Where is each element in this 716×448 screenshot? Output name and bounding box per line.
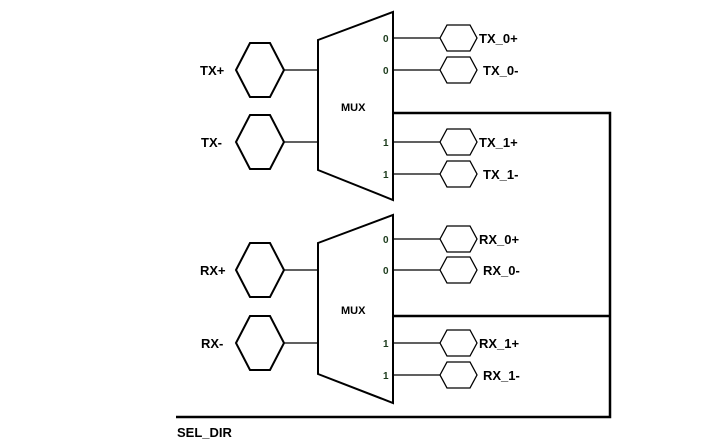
rx-1-plus-port	[439, 329, 478, 357]
tx-minus-label: TX-	[201, 135, 222, 150]
rx-0-plus-label: RX_0+	[479, 232, 520, 247]
rx-minus-input-port	[234, 315, 286, 371]
tx-0-minus-port	[439, 56, 478, 84]
tx-plus-input-port	[234, 42, 286, 98]
rx-mux-label: MUX	[341, 305, 366, 317]
tx-plus-label: TX+	[200, 63, 225, 78]
tx-1-plus-port	[439, 128, 478, 156]
rx-1-plus-label: RX_1+	[479, 336, 520, 351]
rx-mux-symbol	[317, 213, 394, 405]
tx-pin-1a: 1	[383, 138, 389, 149]
tx-mux-symbol	[317, 10, 394, 202]
tx-mux-block: MUX 0 0 1 1 TX_0+ TX_0- TX_1+ TX_1- TX+ …	[200, 10, 518, 202]
rx-plus-input-port	[234, 242, 286, 298]
rx-pin-1b: 1	[383, 371, 389, 382]
tx-1-minus-label: TX_1-	[483, 167, 518, 182]
tx-pin-0a: 0	[383, 34, 389, 45]
rx-mux-block: MUX 0 0 1 1 RX_0+ RX_0- RX_1+ RX_1- RX+ …	[200, 213, 520, 405]
tx-minus-input-port	[234, 114, 286, 170]
rx-pin-0b: 0	[383, 266, 389, 277]
rx-plus-label: RX+	[200, 263, 226, 278]
tx-0-minus-label: TX_0-	[483, 63, 518, 78]
rx-pin-1a: 1	[383, 339, 389, 350]
tx-0-plus-label: TX_0+	[479, 31, 518, 46]
tx-1-minus-port	[439, 160, 478, 188]
tx-pin-0b: 0	[383, 66, 389, 77]
select-line: SEL_DIR	[176, 111, 612, 440]
rx-0-minus-port	[439, 256, 478, 284]
tx-pin-1b: 1	[383, 170, 389, 181]
sel-dir-label: SEL_DIR	[177, 425, 233, 440]
sel-dir-bus	[176, 111, 612, 419]
tx-mux-label: MUX	[341, 102, 366, 114]
tx-1-plus-label: TX_1+	[479, 135, 518, 150]
rx-minus-label: RX-	[201, 336, 223, 351]
rx-1-minus-label: RX_1-	[483, 368, 520, 383]
rx-0-plus-port	[439, 225, 478, 253]
tx-0-plus-port	[439, 24, 478, 52]
rx-pin-0a: 0	[383, 235, 389, 246]
rx-1-minus-port	[439, 361, 478, 389]
rx-0-minus-label: RX_0-	[483, 263, 520, 278]
